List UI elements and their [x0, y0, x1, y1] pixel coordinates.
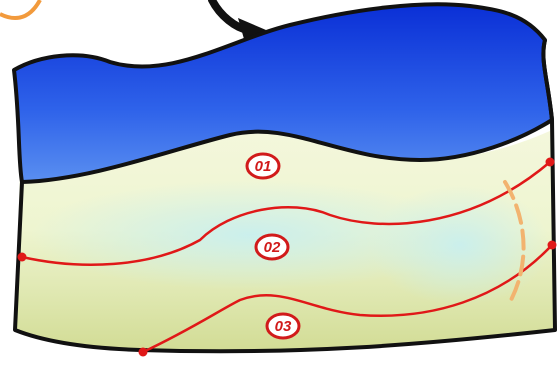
svg-text:02: 02 — [264, 239, 281, 256]
boundary-point — [18, 253, 27, 262]
orange-circle-fragment — [0, 0, 40, 18]
boundary-point — [546, 158, 555, 167]
layer-label-01: 01 — [247, 154, 279, 178]
layer-label-02: 02 — [256, 235, 288, 259]
layer-label-03: 03 — [267, 314, 299, 338]
svg-text:03: 03 — [275, 318, 292, 335]
svg-text:01: 01 — [255, 158, 272, 175]
boundary-point — [139, 348, 148, 357]
boundary-point — [548, 241, 557, 250]
